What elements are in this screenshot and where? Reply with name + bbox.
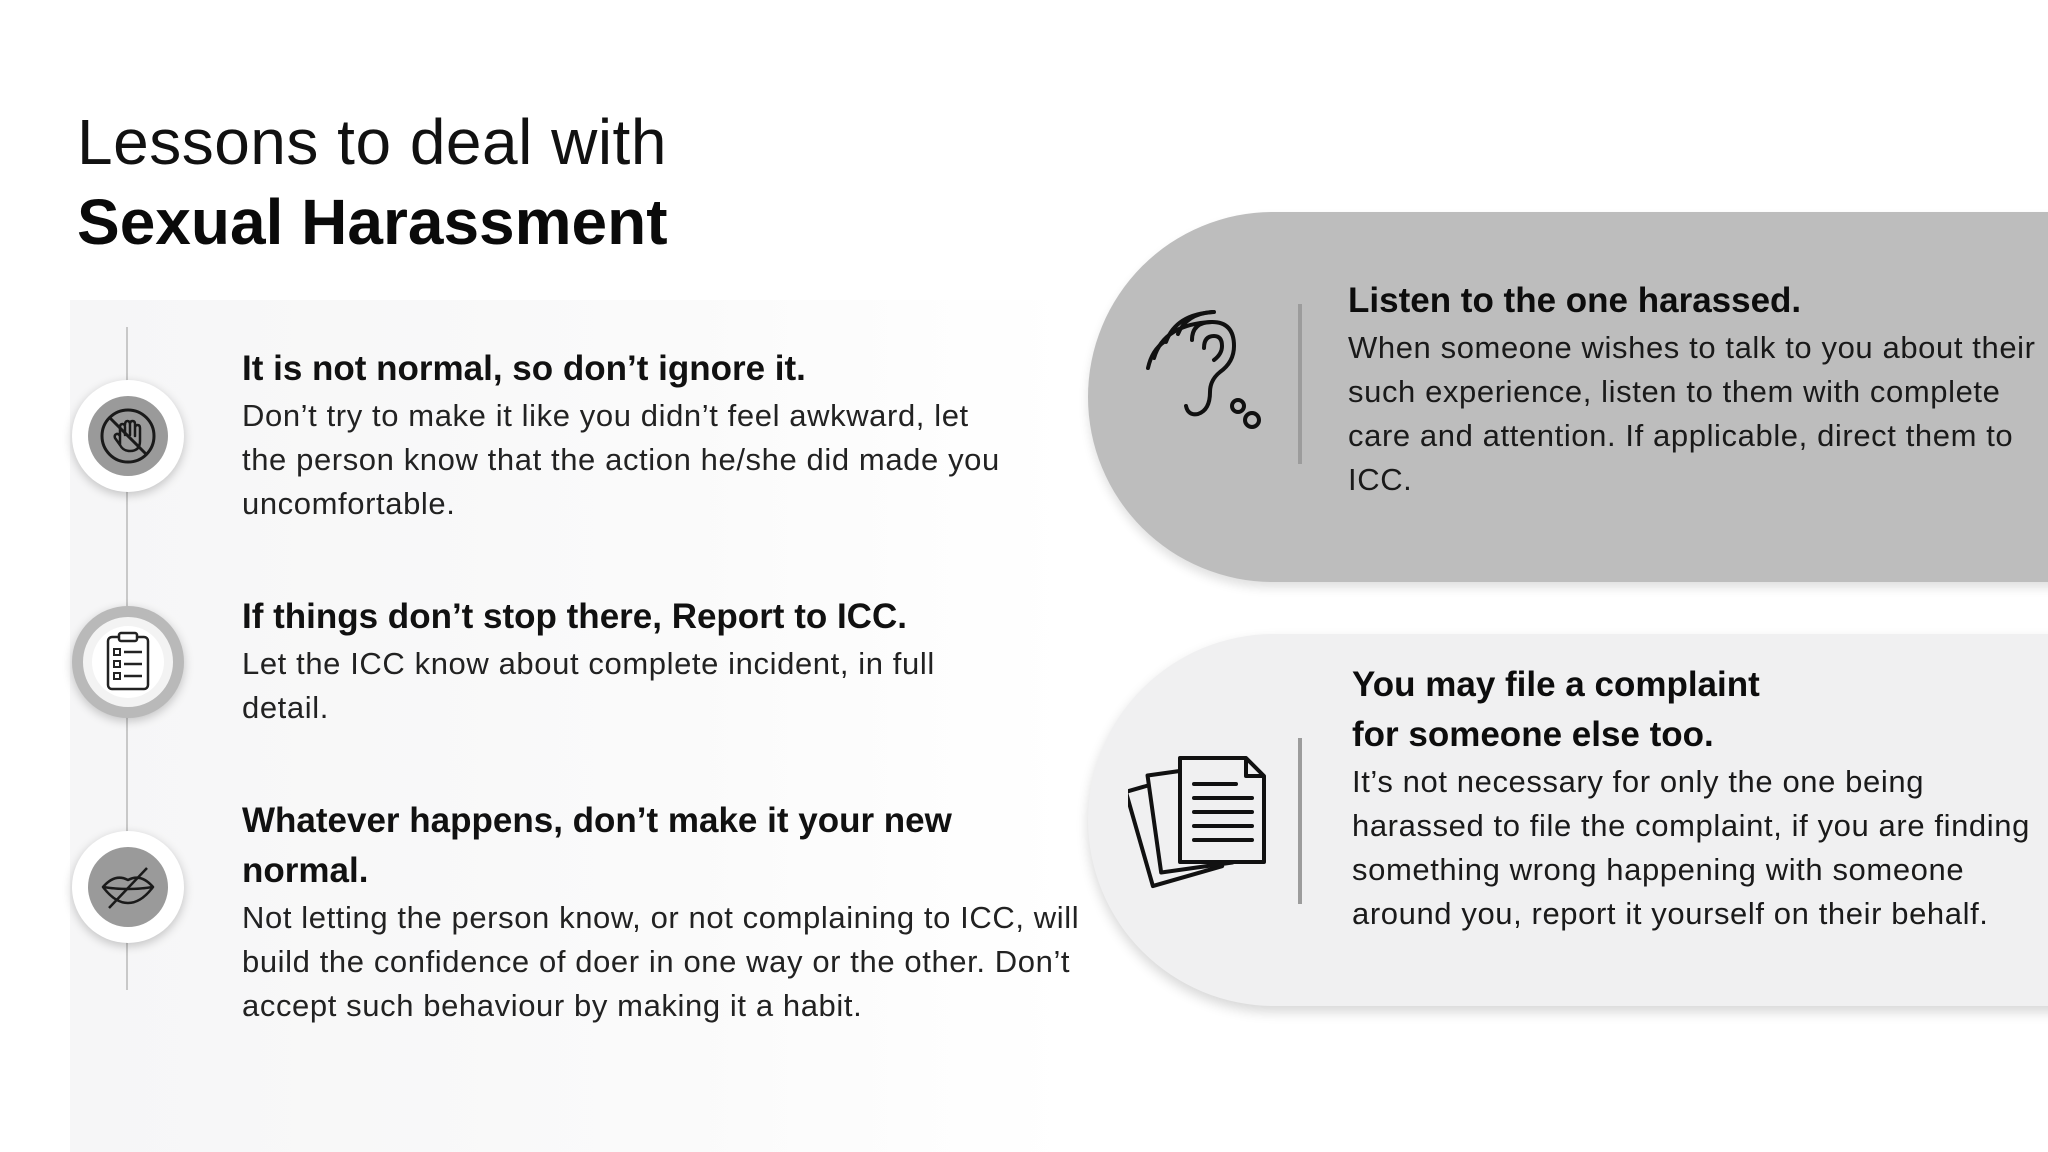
timeline-item-body: Not letting the person know, or not comp… [242, 900, 1080, 1023]
checklist-clipboard-icon [92, 626, 164, 698]
timeline-item-body: Don’t try to make it like you didn’t fee… [242, 398, 1000, 521]
title-line-2: Sexual Harassment [77, 186, 668, 258]
card-file-complaint: You may file a complaint for someone els… [1088, 634, 2048, 1006]
timeline-item-heading: Whatever happens, don’t make it your new… [242, 801, 952, 890]
documents-stack-icon [1123, 750, 1278, 900]
title-line-1: Lessons to deal with [77, 106, 667, 178]
card-heading: You may file a complaint for someone els… [1352, 665, 1760, 754]
card-body: It’s not necessary for only the one bein… [1352, 764, 2030, 931]
page-title: Lessons to deal with Sexual Harassment [77, 102, 668, 262]
card-text: Listen to the one harassed. When someone… [1348, 276, 2048, 502]
raised-hand-icon [88, 396, 168, 476]
timeline-item-3: Whatever happens, don’t make it your new… [242, 796, 1082, 1028]
ear-listening-icon [1142, 310, 1272, 455]
background-panel [70, 300, 1070, 1152]
card-divider [1298, 304, 1302, 464]
timeline-icon-badge-2 [72, 606, 184, 718]
timeline-item-heading: If things don’t stop there, Report to IC… [242, 597, 907, 636]
card-text: You may file a complaint for someone els… [1352, 660, 2032, 936]
timeline-item-1: It is not normal, so don’t ignore it. Do… [242, 344, 1082, 526]
timeline-item-body: Let the ICC know about complete incident… [242, 646, 935, 725]
timeline-icon-badge-3 [72, 831, 184, 943]
card-heading: Listen to the one harassed. [1348, 281, 1802, 320]
crossed-lips-icon [88, 847, 168, 927]
timeline-item-2: If things don’t stop there, Report to IC… [242, 592, 1082, 730]
timeline-item-heading: It is not normal, so don’t ignore it. [242, 349, 806, 388]
timeline-icon-badge-1 [72, 380, 184, 492]
card-listen: Listen to the one harassed. When someone… [1088, 212, 2048, 582]
card-body: When someone wishes to talk to you about… [1348, 330, 2036, 497]
card-divider [1298, 738, 1302, 904]
